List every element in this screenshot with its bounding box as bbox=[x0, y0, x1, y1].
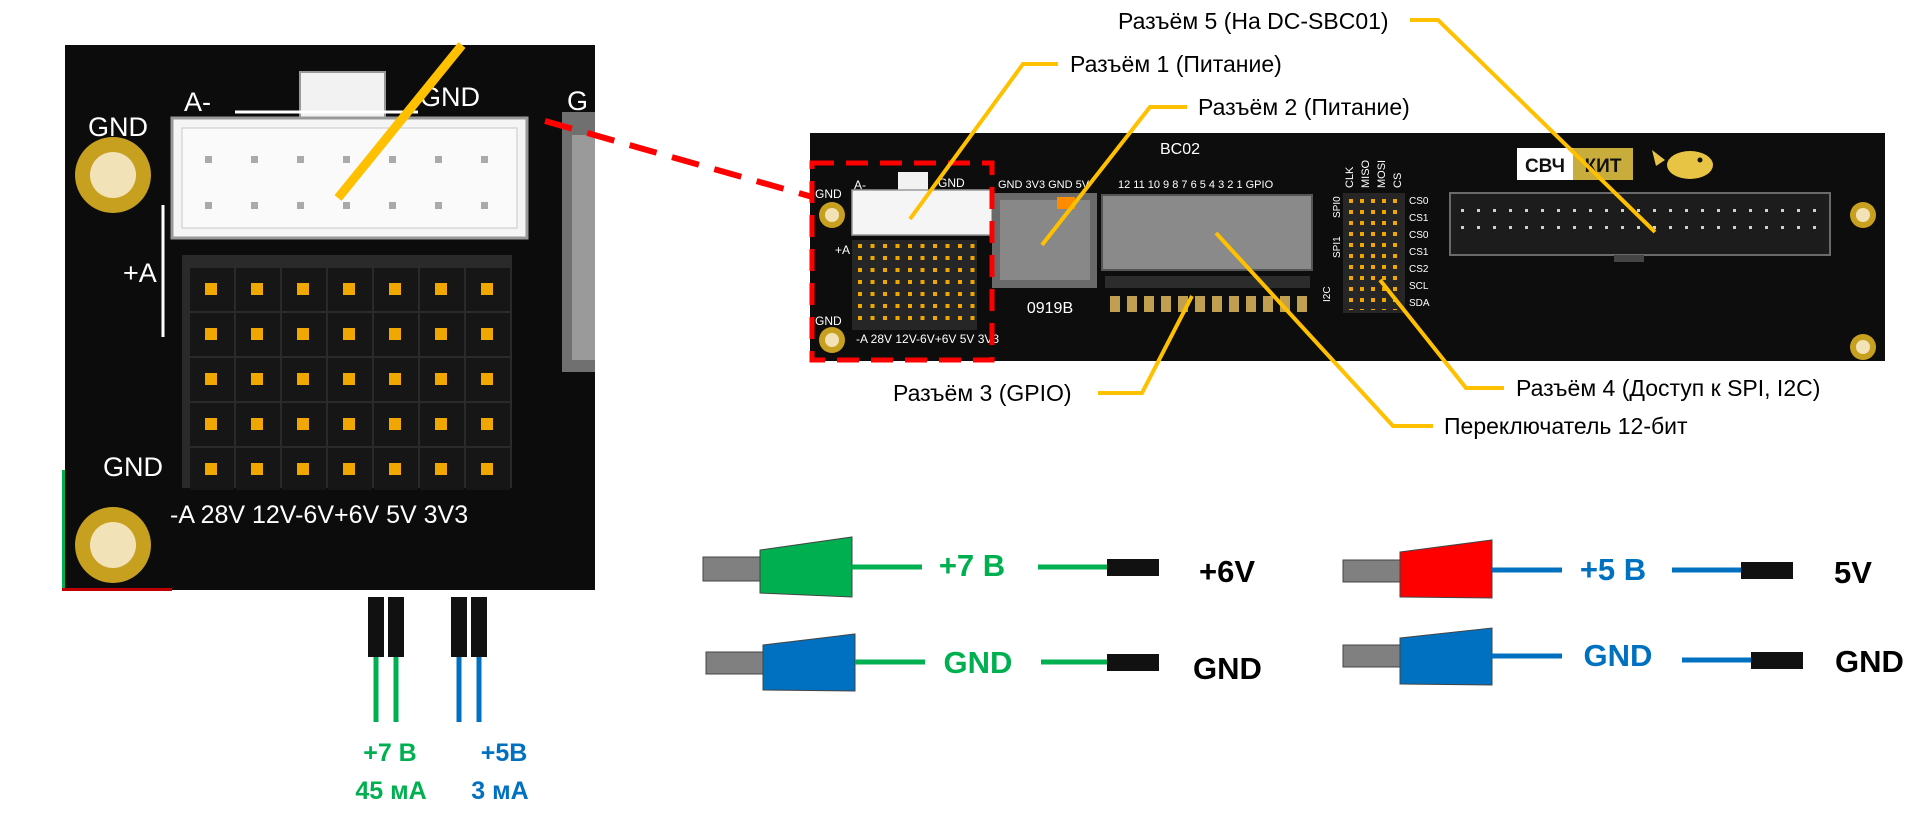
spi-label-cs: CS bbox=[1392, 173, 1404, 188]
logo-svch bbox=[1517, 148, 1573, 180]
highlight-box bbox=[809, 160, 995, 363]
label-gnd-bottom: GND bbox=[103, 452, 163, 482]
small-label-gnd-conn: GND bbox=[938, 176, 965, 190]
small-label-plus-a: +A bbox=[835, 243, 850, 257]
connector-1 bbox=[851, 189, 993, 236]
zoomed-board: GND A- GND G +A GND -A 28V 12V-6V+6V 5V … bbox=[62, 42, 595, 591]
spi-label-clk: CLK bbox=[1344, 166, 1356, 188]
small-label-a-minus: A- bbox=[854, 178, 866, 192]
cs-label-2: CS0 bbox=[1409, 230, 1429, 241]
board-name: BC02 bbox=[1160, 141, 1200, 158]
cs-label-0: CS0 bbox=[1409, 196, 1429, 207]
wire-target-gnd-2: GND bbox=[1835, 644, 1904, 679]
wiring-row-1 bbox=[702, 536, 1159, 598]
wiring-row-4 bbox=[1342, 627, 1803, 686]
small-label-gnd2: GND bbox=[815, 314, 842, 328]
wiring-row-3 bbox=[1342, 539, 1793, 599]
callout-connector-5: Разъём 5 (На DC-SBC01) bbox=[1118, 8, 1389, 34]
wire-target-5v: 5V bbox=[1834, 555, 1872, 590]
lead-green-voltage: +7 В bbox=[363, 739, 417, 767]
callout-connector-4: Разъём 4 (Доступ к SPI, I2C) bbox=[1516, 375, 1820, 401]
lead-green-current: 45 мА bbox=[355, 777, 426, 805]
dip-switch-12bit bbox=[1101, 194, 1313, 271]
zoom-link-line bbox=[544, 118, 831, 205]
label-g-edge: G bbox=[567, 86, 588, 116]
small-pin-row: -A 28V 12V-6V+6V 5V 3V3 bbox=[856, 332, 999, 346]
meter-leads bbox=[368, 597, 487, 722]
callout-lines bbox=[908, 18, 1657, 428]
connector-3-gpio bbox=[1105, 276, 1310, 288]
chip-marking: 0919B bbox=[1027, 300, 1073, 317]
gpio-numbers: 12 11 10 9 8 7 6 5 4 3 2 1 GPIO bbox=[1118, 179, 1274, 191]
wire-label-plus5: +5 В bbox=[1580, 552, 1646, 587]
sda-label: SDA bbox=[1409, 298, 1430, 309]
callout-switch: Переключатель 12-бит bbox=[1444, 413, 1688, 439]
scl-label: SCL bbox=[1409, 281, 1429, 292]
callout-connector-2: Разъём 2 (Питание) bbox=[1198, 94, 1410, 120]
i2c-label: I2C bbox=[1322, 286, 1333, 302]
board-overview: СВЧ КИТ BC02 0919B GND A- GND +A GND -A … bbox=[809, 133, 1885, 363]
wire-target-gnd-1: GND bbox=[1193, 651, 1262, 686]
lead-blue-voltage: +5В bbox=[481, 739, 528, 767]
label-gnd-top: GND bbox=[88, 112, 148, 142]
cs-label-4: CS2 bbox=[1409, 264, 1429, 275]
connector-2-labels: GND 3V3 GND 5V bbox=[998, 179, 1090, 191]
wire-target-plus6v: +6V bbox=[1199, 554, 1255, 589]
callout-connector-3: Разъём 3 (GPIO) bbox=[893, 380, 1072, 406]
cs-label-3: CS1 bbox=[1409, 247, 1429, 258]
small-label-gnd1: GND bbox=[815, 187, 842, 201]
cs-label-1: CS1 bbox=[1409, 213, 1429, 224]
wire-label-plus7: +7 В bbox=[939, 548, 1005, 583]
lead-blue-current: 3 мА bbox=[471, 777, 528, 805]
callout-connector-1: Разъём 1 (Питание) bbox=[1070, 51, 1282, 77]
label-plus-a: +A bbox=[123, 258, 157, 288]
spi1-label: SPI1 bbox=[1332, 236, 1343, 258]
wire-label-gnd-green: GND bbox=[944, 645, 1013, 680]
wire-label-gnd-blue: GND bbox=[1584, 638, 1653, 673]
zoom-pin-row-labels: -A 28V 12V-6V+6V 5V 3V3 bbox=[170, 501, 468, 529]
whale-icon bbox=[1652, 150, 1713, 179]
spi-label-miso: MISO bbox=[1360, 159, 1372, 188]
spi0-label: SPI0 bbox=[1332, 196, 1343, 218]
label-a-minus: A- bbox=[184, 87, 211, 117]
logo-left-text: СВЧ bbox=[1525, 156, 1565, 177]
spi-label-mosi: MOSI bbox=[1376, 160, 1388, 188]
wiring-row-2 bbox=[705, 633, 1159, 692]
zoom-pointer-line bbox=[334, 42, 466, 201]
